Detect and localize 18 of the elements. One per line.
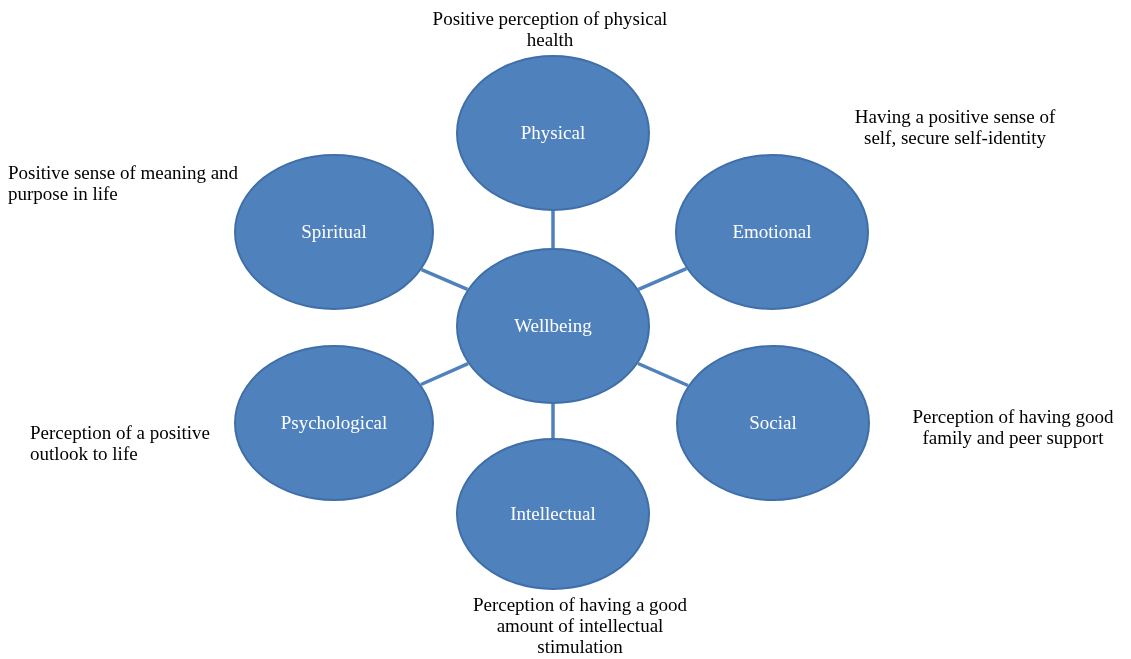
node-label: Wellbeing	[514, 313, 592, 338]
description-text: Positive perception of physical health	[431, 8, 669, 50]
node-label: Physical	[520, 120, 586, 145]
connector-line	[420, 362, 469, 387]
node-label: Intellectual	[510, 501, 596, 526]
node-label: Social	[749, 410, 797, 435]
node-label: Spiritual	[301, 219, 367, 244]
connector-line	[551, 404, 555, 438]
description-text: Perception of a positive outlook to life	[30, 422, 211, 464]
connector-line	[551, 211, 555, 248]
description-text: Perception of having good family and peer support	[911, 406, 1115, 448]
node-label: Psychological	[280, 410, 388, 435]
description-text: Perception of having a good amount of intellectual stimulation	[471, 594, 689, 657]
connector-line	[637, 361, 689, 388]
node-label: Emotional	[732, 219, 812, 244]
description-text: Positive sense of meaning and purpose in life	[8, 162, 240, 204]
connector-line	[637, 267, 688, 291]
description-text: Having a positive sense of self, secure self-identity	[853, 106, 1057, 148]
